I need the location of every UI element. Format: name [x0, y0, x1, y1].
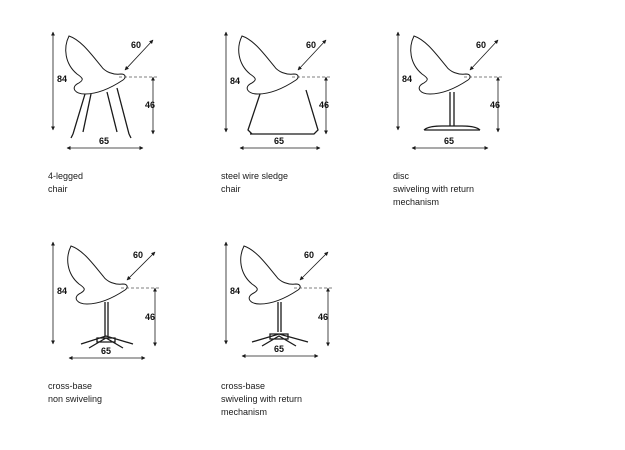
height-label: 84 — [402, 74, 412, 84]
chair-shell — [240, 245, 301, 305]
chair-shell — [65, 35, 126, 95]
depth-arrow — [297, 39, 327, 71]
depth-label: 60 — [133, 250, 143, 260]
seat-label: 46 — [318, 312, 328, 322]
depth-arrow — [469, 39, 499, 71]
seat-label: 46 — [145, 312, 155, 322]
seat-label: 46 — [319, 100, 329, 110]
depth-arrow — [299, 251, 329, 281]
height-label: 84 — [230, 76, 240, 86]
height-label: 84 — [230, 286, 240, 296]
height-label: 84 — [57, 74, 67, 84]
chair-sledge-frame — [247, 89, 319, 135]
width-label: 65 — [274, 136, 284, 146]
width-label: 65 — [99, 136, 109, 146]
chair-shell — [67, 245, 128, 305]
chair-cross-base — [251, 333, 309, 347]
chair-disc-column — [449, 92, 455, 126]
chair-caption: steel wire sledge chair — [221, 171, 289, 194]
chair-drawing-cross-fixed: 84 60 46 65 — [51, 241, 159, 360]
width-label: 65 — [274, 344, 284, 354]
chair-shell — [410, 35, 471, 95]
seat-label: 46 — [490, 100, 500, 110]
width-label: 65 — [101, 346, 111, 356]
chair-variant-disc: 84 60 46 65 disc swiveling with return m… — [390, 28, 550, 207]
chair-caption: 4-legged chair — [48, 171, 84, 194]
depth-arrow — [124, 39, 154, 71]
chair-caption: cross-base swiveling with return mechani… — [221, 381, 303, 417]
chair-variant-four-legged: 84 60 46 65 4-legged chair — [45, 28, 205, 198]
depth-label: 60 — [131, 40, 141, 50]
chair-cross-base — [80, 335, 134, 349]
chair-cross-column — [104, 302, 109, 336]
chair-disc-base — [423, 125, 481, 131]
depth-label: 60 — [304, 250, 314, 260]
chair-drawing-disc: 84 60 46 65 — [396, 31, 502, 150]
seat-label: 46 — [145, 100, 155, 110]
chair-drawing-four-legged: 84 60 46 65 — [51, 31, 157, 150]
chair-caption: cross-base non swiveling — [48, 381, 103, 404]
depth-label: 60 — [476, 40, 486, 50]
chair-drawing-sledge: 84 60 46 65 — [224, 31, 330, 150]
chair-shell — [238, 35, 299, 95]
chair-legs — [70, 87, 132, 139]
chair-variant-cross-swivel: 84 60 46 65 cross-base swiveling with re… — [218, 240, 378, 417]
chair-variant-cross-fixed: 84 60 46 65 cross-base non swiveling — [45, 240, 205, 410]
height-label: 84 — [57, 286, 67, 296]
chair-cross-column — [277, 302, 282, 332]
chair-caption: disc swiveling with return mechanism — [393, 171, 475, 207]
depth-label: 60 — [306, 40, 316, 50]
depth-arrow — [126, 251, 156, 281]
chair-drawing-cross-swivel: 84 60 46 65 — [224, 241, 332, 358]
width-label: 65 — [444, 136, 454, 146]
chair-variant-sledge: 84 60 46 65 steel wire sledge chair — [218, 28, 378, 198]
